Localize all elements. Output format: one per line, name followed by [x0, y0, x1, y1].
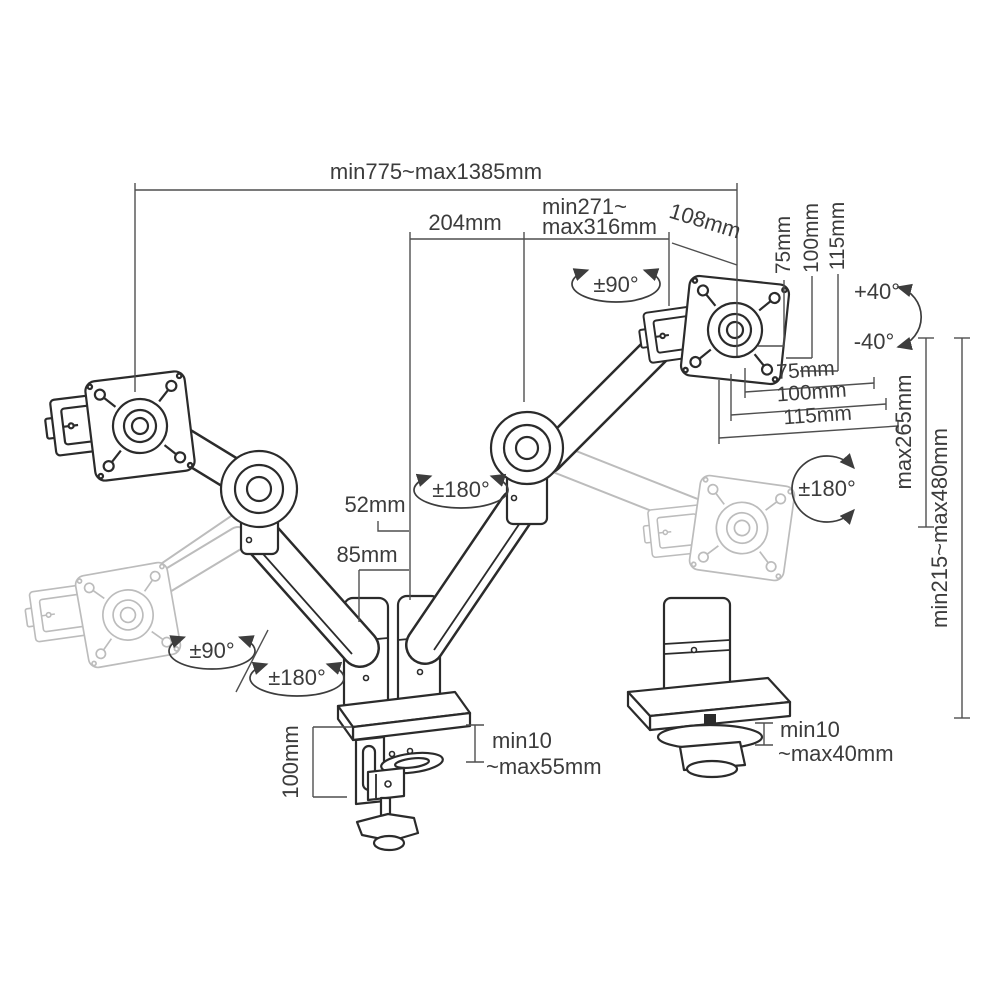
grommet-base — [626, 596, 792, 779]
clamp-thumbscrew — [355, 812, 420, 843]
dim-lift-max: max265mm — [891, 375, 916, 490]
dim-clamp-min: min10 — [492, 728, 552, 753]
dim-base-swivel-left: ±90° — [189, 638, 234, 663]
arm-rotate-mid-arc — [413, 473, 509, 509]
base-swivel-left-arc — [168, 635, 256, 670]
dim-vesa-col-115: 115mm — [826, 202, 849, 270]
dim-grommet-min: min10 — [780, 717, 840, 742]
ghost-right-vesa-plate — [687, 473, 797, 583]
ghost-left-vesa-plate — [73, 560, 183, 670]
dim-offset-upper: 52mm — [344, 492, 405, 517]
arm-rotate-left-arc — [249, 661, 345, 697]
dim-clamp-max: ~max55mm — [486, 754, 602, 779]
dim-tilt-down: -40° — [854, 329, 895, 354]
dim-front-arm-line1: min271~ — [542, 194, 627, 219]
dimension-annotations: min775~max1385mm 204mm min271~ max316mm … — [134, 159, 970, 799]
dim-arm-rotate-mid: ±180° — [432, 477, 490, 502]
dim-front-arm-line2: max316mm — [542, 214, 657, 239]
right-vesa-plate — [678, 273, 792, 387]
right-arm-assembly — [405, 273, 792, 665]
dim-vesa-row-100: 100mm — [776, 379, 847, 407]
dim-vesa-col-100: 100mm — [800, 203, 823, 273]
left-arm-assembly — [41, 369, 380, 668]
dim-head-swivel: ±90° — [593, 272, 638, 297]
dim-rear-arm: 204mm — [428, 210, 501, 235]
dim-grommet-max: ~max40mm — [778, 741, 894, 766]
dim-clamp-height: 100mm — [278, 725, 303, 798]
ghost-right-arm-position — [533, 440, 797, 583]
dim-vesa-row-115: 115mm — [783, 402, 853, 430]
dim-total-reach: min775~max1385mm — [330, 159, 542, 184]
dim-arm-rotate-left: ±180° — [268, 665, 326, 690]
head-rotate-right-arc — [791, 453, 855, 525]
dim-vesa-col-75: 75mm — [772, 216, 795, 274]
dim-offset-lower: 85mm — [336, 542, 397, 567]
dim-height-range: min215~max480mm — [927, 428, 952, 628]
tilt-arc-arrow — [896, 283, 923, 351]
dim-head-offset: 108mm — [666, 198, 743, 243]
head-swivel-arc — [571, 268, 661, 303]
left-vesa-plate — [83, 369, 197, 483]
dim-tilt-up: +40° — [854, 279, 900, 304]
dim-vesa-row-75: 75mm — [776, 357, 836, 384]
dim-head-rotate-right: ±180° — [798, 476, 856, 501]
